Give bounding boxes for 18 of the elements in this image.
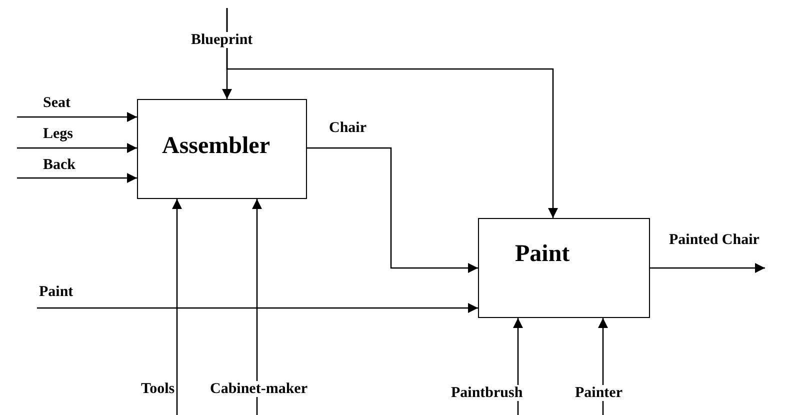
arrow bbox=[17, 112, 137, 122]
edge-label: Paintbrush bbox=[450, 385, 524, 401]
process-box bbox=[137, 99, 307, 199]
arrow bbox=[650, 263, 765, 273]
edge-label: Legs bbox=[42, 126, 74, 142]
edge-label: Blueprint bbox=[190, 32, 254, 48]
edge-label: Painter bbox=[574, 385, 624, 401]
arrow bbox=[37, 303, 478, 313]
arrow bbox=[252, 199, 262, 415]
process-box bbox=[478, 218, 650, 318]
process-title: Paint bbox=[515, 241, 570, 268]
process-title: Assembler bbox=[162, 133, 270, 160]
arrow bbox=[17, 173, 137, 183]
arrow bbox=[307, 147, 478, 273]
arrow bbox=[17, 143, 137, 153]
edge-label: Cabinet-maker bbox=[209, 381, 308, 397]
arrow bbox=[172, 199, 182, 415]
arrow bbox=[226, 8, 558, 218]
